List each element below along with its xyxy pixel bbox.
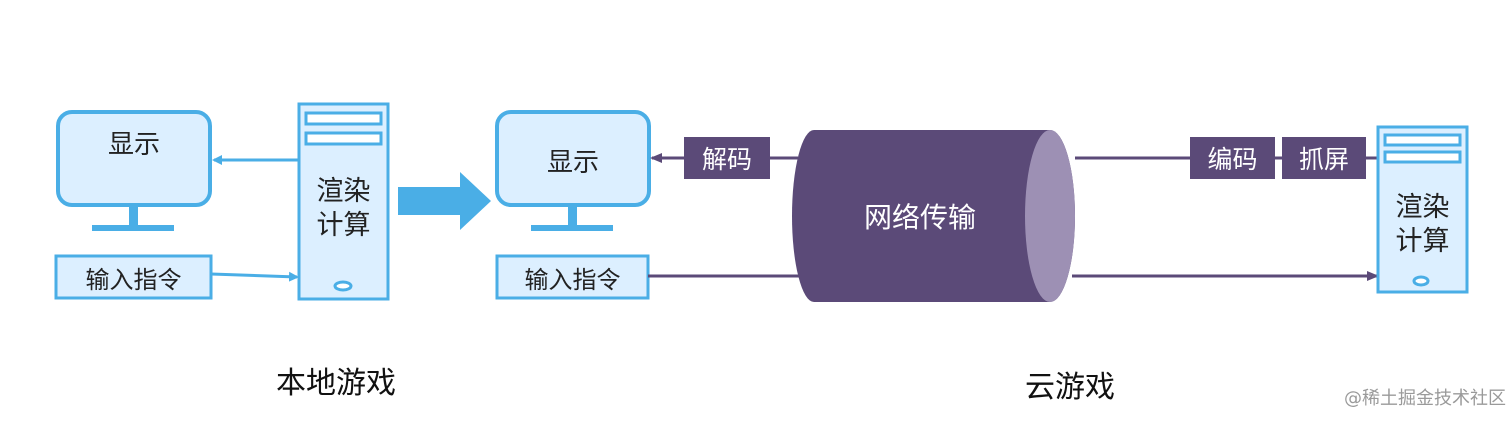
cloud-display-label: 显示 — [546, 147, 599, 178]
local-input-box — [54, 254, 213, 300]
cloud-monitor-icon — [495, 110, 651, 231]
local-server-icon — [297, 102, 390, 301]
cloud-server-icon — [1376, 125, 1469, 294]
encode-tag — [1190, 137, 1275, 179]
cloud-input-box — [495, 254, 650, 300]
local-input-to-render-arrow — [210, 271, 299, 282]
network-cylinder — [792, 130, 1075, 302]
local-compute-label-1: 渲染 — [316, 175, 371, 207]
transition-arrow-icon — [398, 172, 491, 230]
capture-tag — [1282, 137, 1366, 179]
network-label: 网络传输 — [863, 201, 976, 234]
local-compute-label-2: 计算 — [316, 209, 371, 241]
local-monitor-icon — [56, 110, 212, 231]
capture-label: 抓屏 — [1298, 145, 1349, 174]
cloud-caption: 云游戏 — [1025, 370, 1115, 405]
cloud-compute-label-2: 计算 — [1395, 225, 1450, 257]
encode-label: 编码 — [1207, 145, 1258, 174]
local-input-label: 输入指令 — [85, 265, 182, 294]
decode-tag — [684, 137, 770, 179]
decode-label: 解码 — [701, 145, 752, 174]
local-caption: 本地游戏 — [276, 366, 396, 401]
cloud-input-label: 输入指令 — [524, 265, 621, 294]
cloud-compute-label-1: 渲染 — [1395, 191, 1450, 223]
local-display-label: 显示 — [107, 129, 160, 160]
watermark: @稀土掘金技术社区 — [1344, 388, 1506, 409]
